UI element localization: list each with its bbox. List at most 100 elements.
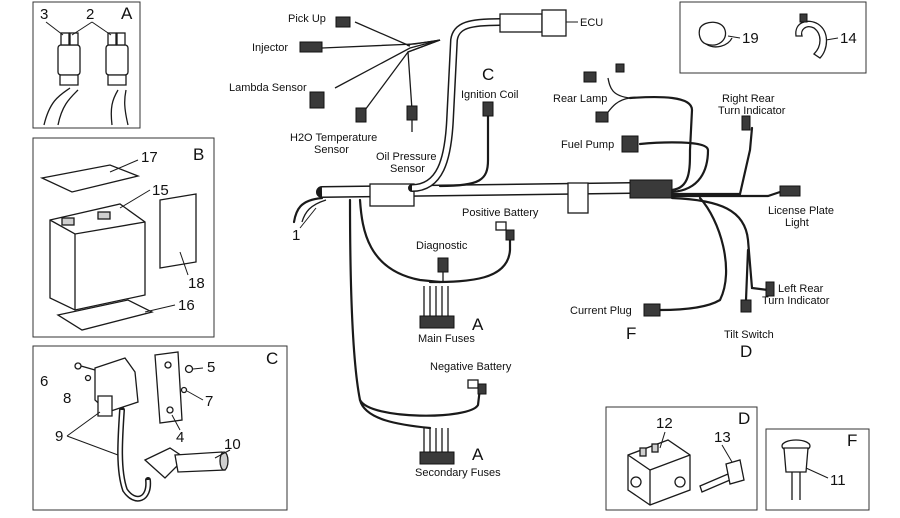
rear-lamp-connector-1: [583, 71, 597, 83]
part-number-18: 18: [188, 275, 205, 292]
fuse-left-1: [60, 32, 70, 46]
part-number-12: 12: [656, 415, 673, 432]
label-injector: Injector: [252, 42, 288, 54]
screw-6-head: [74, 362, 82, 370]
clip-19: [698, 21, 727, 46]
ignition-coil-connector: [482, 101, 494, 117]
label-right-rear-1: Right Rear: [722, 93, 775, 105]
label-secondary-fuses: Secondary Fuses: [415, 467, 501, 479]
letter-main-fuses: A: [472, 315, 484, 334]
left-indicator-connector: [765, 281, 775, 297]
letter-tilt-switch: D: [740, 342, 752, 361]
inset-c-letter: C: [266, 349, 278, 368]
part-number-16: 16: [178, 297, 195, 314]
inset-top-right: 19 14: [679, 1, 867, 74]
inset-d: 12 13 D: [605, 406, 758, 511]
spark-cap-boot: [174, 451, 226, 473]
part-number-3: 3: [40, 6, 48, 23]
inset-a: 3 2 A: [32, 1, 141, 129]
main-fuses-connector: [419, 315, 455, 329]
battery-terminal-pos: [97, 211, 111, 220]
nut-7: [180, 386, 188, 394]
tilt-switch-connector: [740, 299, 752, 313]
inset-f-letter: F: [847, 431, 857, 450]
lambda-connector: [309, 91, 325, 109]
part-number-2: 2: [86, 6, 94, 23]
pickup-connector: [335, 16, 351, 28]
part-number-4: 4: [176, 429, 184, 446]
license-plate-connector: [779, 185, 801, 197]
tilt-screw-head: [725, 459, 745, 485]
part-number-11: 11: [830, 472, 846, 489]
part-number-6: 6: [40, 373, 48, 390]
tilt-sensor-body: [627, 439, 691, 506]
right-indicator-connector: [741, 115, 751, 131]
harness-junction: [369, 183, 415, 207]
clamp-14: [795, 20, 828, 59]
label-rear-lamp: Rear Lamp: [553, 93, 607, 105]
pad-16: [56, 299, 154, 331]
coil-bracket: [154, 351, 183, 424]
inset-b: 17 15 18 16 B: [32, 137, 215, 338]
part-number-9: 9: [55, 428, 63, 445]
positive-battery-terminal: [495, 221, 507, 231]
label-tilt-switch: Tilt Switch: [724, 329, 774, 341]
inset-d-letter: D: [738, 409, 750, 428]
inset-f: 11 F: [765, 428, 870, 511]
part-number-17: 17: [141, 149, 158, 166]
part-number-15: 15: [152, 182, 169, 199]
part-number-1: 1: [292, 227, 300, 244]
rear-lamp-connector-2: [595, 111, 609, 123]
socket-body: [783, 447, 809, 473]
part-number-8: 8: [63, 390, 71, 407]
connector-labels: Pick Up Injector Lambda Sensor H2O Tempe…: [229, 13, 834, 479]
inset-c-frame: [32, 345, 288, 511]
oil-pressure-connector: [406, 105, 418, 121]
letter-ignition-coil: C: [482, 65, 494, 84]
inset-f-frame: [765, 428, 870, 511]
negative-battery-terminal: [467, 379, 479, 389]
part-number-14: 14: [840, 30, 857, 47]
injector-connector: [299, 41, 323, 53]
label-pick-up: Pick Up: [288, 13, 326, 25]
tilt-screw-shank: [699, 473, 731, 493]
ecu-plug: [541, 9, 567, 37]
part-number-13: 13: [714, 429, 731, 446]
battery-terminal-neg: [61, 217, 75, 226]
letter-secondary-fuses: A: [472, 445, 484, 464]
diagnostic-connector: [437, 257, 449, 273]
pad-18: [159, 193, 197, 269]
h2o-sensor-connector: [355, 107, 367, 123]
fuse-left-2: [69, 32, 79, 46]
inset-c: 6 8 9 5 7 4 10 C: [32, 345, 288, 511]
part-number-10: 10: [224, 436, 241, 453]
label-fuel-pump: Fuel Pump: [561, 139, 614, 151]
label-ignition-coil: Ignition Coil: [461, 89, 518, 101]
label-positive-battery: Positive Battery: [462, 207, 539, 219]
inset-clips-frame: [679, 1, 867, 74]
harness-tape-wrap: [629, 179, 673, 199]
label-oil-pressure-1: Oil Pressure: [376, 151, 437, 163]
label-h2o-temperature-2: Sensor: [314, 144, 349, 156]
label-left-rear-1: Left Rear: [778, 283, 824, 295]
label-ecu: ECU: [580, 17, 603, 29]
washer-8: [84, 374, 92, 382]
label-lambda-sensor: Lambda Sensor: [229, 82, 307, 94]
part-number-5: 5: [207, 359, 215, 376]
inset-b-frame: [32, 137, 215, 338]
label-left-rear-2: Turn Indicator: [762, 295, 830, 307]
label-right-rear-2: Turn Indicator: [718, 105, 786, 117]
ecu-connector: [499, 13, 543, 33]
inset-d-frame: [605, 406, 758, 511]
fuse-holder-left: [57, 44, 81, 76]
label-current-plug: Current Plug: [570, 305, 632, 317]
inset-a-frame: [32, 1, 141, 129]
pad-17: [39, 164, 141, 193]
letter-current-plug: F: [626, 324, 636, 343]
label-diagnostic: Diagnostic: [416, 240, 468, 252]
label-main-fuses: Main Fuses: [418, 333, 475, 345]
fuse-right-1: [107, 32, 117, 46]
main-harness: 1: [292, 9, 801, 465]
